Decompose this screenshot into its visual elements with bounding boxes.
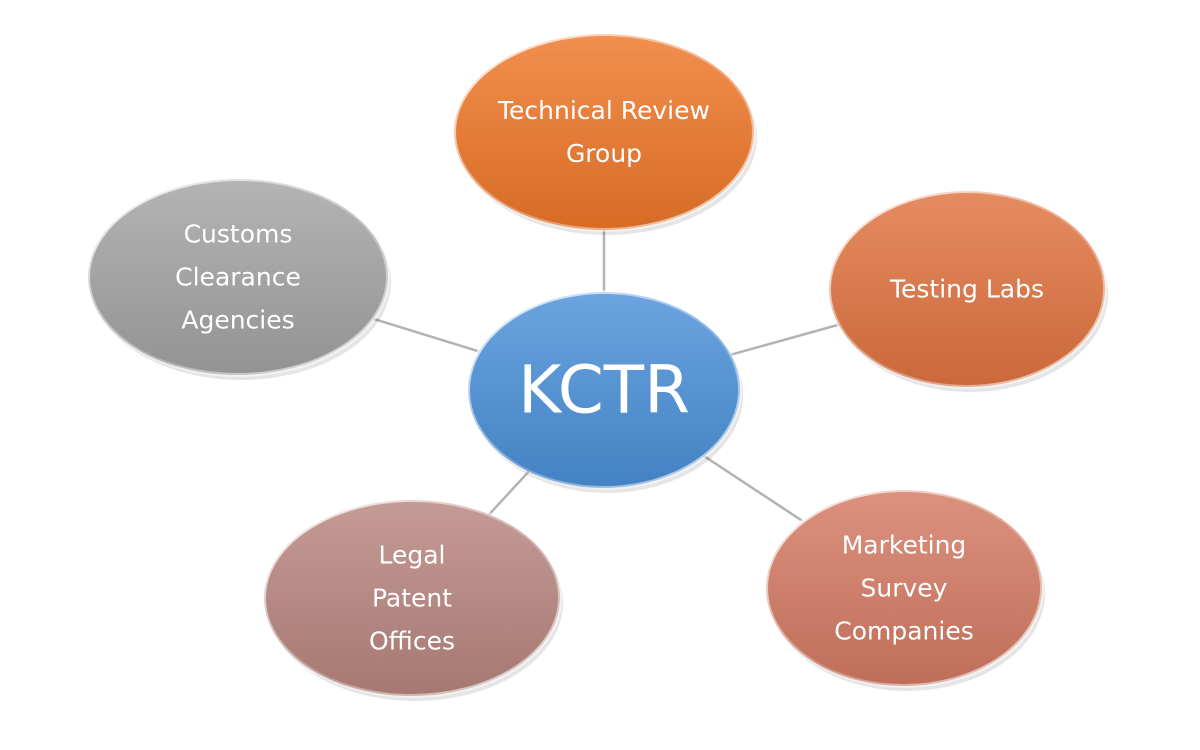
node-technical-review-label-line: Group — [566, 139, 642, 168]
node-legal-patent-label-line: Offices — [369, 627, 455, 656]
node-customs-clearance-label-line: Clearance — [175, 263, 301, 292]
node-marketing-survey-label-line: Companies — [834, 617, 974, 646]
node-customs-clearance-label-line: Agencies — [181, 306, 294, 335]
node-technical-review-ellipse — [452, 32, 756, 232]
connector-marketing-survey — [703, 455, 804, 523]
node-marketing-survey-label-line: Marketing — [842, 531, 967, 560]
node-testing-labs-ellipse — [827, 189, 1107, 389]
node-customs-clearance-label-line: Customs — [184, 220, 293, 249]
node-marketing-survey-ellipse — [764, 488, 1044, 688]
connector-customs-clearance — [373, 317, 480, 353]
node-customs-clearance-ellipse — [86, 177, 390, 377]
center-node-label-line: KCTR — [518, 352, 690, 429]
node-legal-patent-label-line: Legal — [378, 541, 445, 570]
center-node-ellipse — [466, 290, 742, 490]
node-technical-review-label-line: Technical Review — [497, 96, 710, 125]
node-legal-patent-ellipse — [262, 498, 562, 698]
connector-testing-labs — [730, 323, 839, 356]
node-testing-labs-label-line: Testing Labs — [889, 275, 1044, 304]
node-testing-labs: Testing Labs — [827, 189, 1108, 392]
connector-legal-patent — [488, 470, 530, 516]
node-marketing-survey-label-line: Survey — [861, 574, 948, 603]
center-node: KCTR — [466, 290, 743, 493]
node-legal-patent-label-line: Patent — [372, 584, 452, 613]
